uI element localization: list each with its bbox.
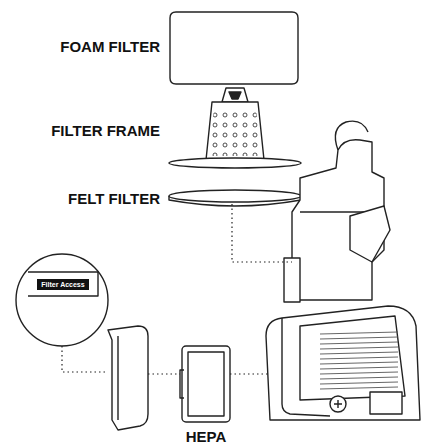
part-label: FILTER FRAME xyxy=(51,123,160,138)
grill-line xyxy=(320,347,398,349)
part-label: HEPA xyxy=(186,429,227,444)
grill-line xyxy=(320,387,398,389)
grill-line xyxy=(320,377,398,379)
grill-line xyxy=(320,357,398,359)
grill-line xyxy=(320,362,398,364)
grill-line xyxy=(320,372,398,374)
part-label: FELT FILTER xyxy=(68,191,160,206)
grill-line xyxy=(320,382,398,384)
filter-access-tag: Filter Access xyxy=(37,279,88,290)
part-label: FOAM FILTER xyxy=(60,39,160,54)
grill-line xyxy=(320,332,398,334)
grill-line xyxy=(320,342,398,344)
grill-line xyxy=(320,352,398,354)
grill-line xyxy=(320,367,398,369)
grill-line xyxy=(320,337,398,339)
